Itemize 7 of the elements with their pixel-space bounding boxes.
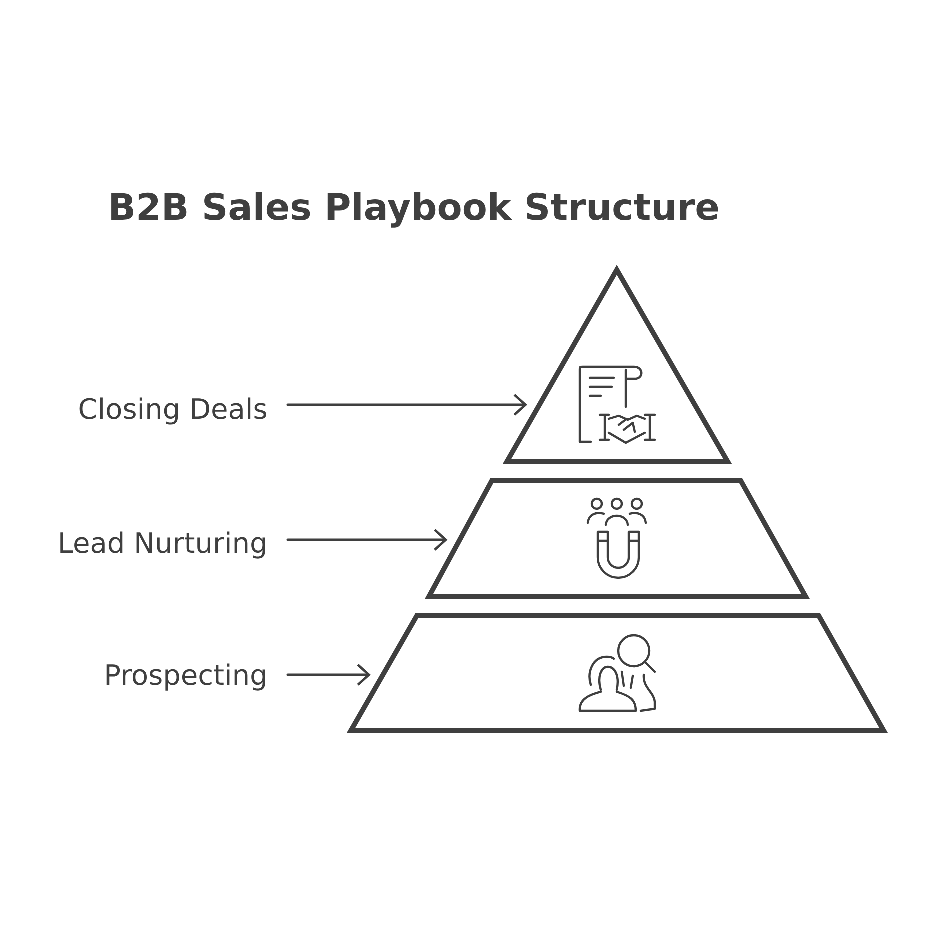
level-label: Closing Deals	[80, 398, 266, 425]
arrow	[286, 529, 448, 551]
arrow	[286, 664, 371, 686]
level-label: Prospecting	[106, 664, 266, 691]
level-label: Lead Nurturing	[60, 532, 266, 559]
title: B2B Sales Playbook Structure	[112, 192, 718, 228]
arrow	[286, 394, 528, 416]
